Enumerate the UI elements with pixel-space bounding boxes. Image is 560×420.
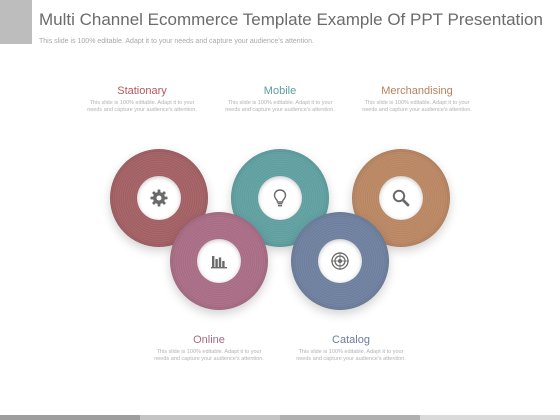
bar-chart-icon [211,256,227,269]
search-icon [392,189,410,207]
label-group-stationary: Stationary This slide is 100% editable. … [87,85,197,114]
footer-segment [140,415,280,420]
label-group-merchandising: Merchandising This slide is 100% editabl… [362,85,472,114]
description-catalog: This slide is 100% editable. Adapt it to… [296,349,406,362]
label-group-catalog: Catalog This slide is 100% editable. Ada… [296,334,406,363]
target-icon [331,252,349,270]
corner-accent [0,0,32,44]
ring-online [170,212,268,310]
slide-title: Multi Channel Ecommerce Template Example… [39,10,543,29]
footer-segment [420,415,560,420]
footer-segment [0,415,140,420]
ring-stationary [110,149,208,247]
label-group-mobile: Mobile This slide is 100% editable. Adap… [225,85,335,114]
footer-bar [0,415,560,420]
description-stationary: This slide is 100% editable. Adapt it to… [87,100,197,113]
gear-icon [150,189,168,207]
description-mobile: This slide is 100% editable. Adapt it to… [225,100,335,113]
lightbulb-icon [273,189,287,207]
label-merchandising: Merchandising [381,85,453,97]
footer-segment [280,415,420,420]
description-online: This slide is 100% editable. Adapt it to… [154,349,264,362]
label-mobile: Mobile [263,85,297,97]
label-stationary: Stationary [117,85,167,97]
label-group-online: Online This slide is 100% editable. Adap… [154,334,264,363]
description-merchandising: This slide is 100% editable. Adapt it to… [362,100,472,113]
label-catalog: Catalog [332,334,370,346]
slide-subtitle: This slide is 100% editable. Adapt it to… [39,38,314,45]
ring-catalog [291,212,389,310]
label-online: Online [193,334,225,346]
